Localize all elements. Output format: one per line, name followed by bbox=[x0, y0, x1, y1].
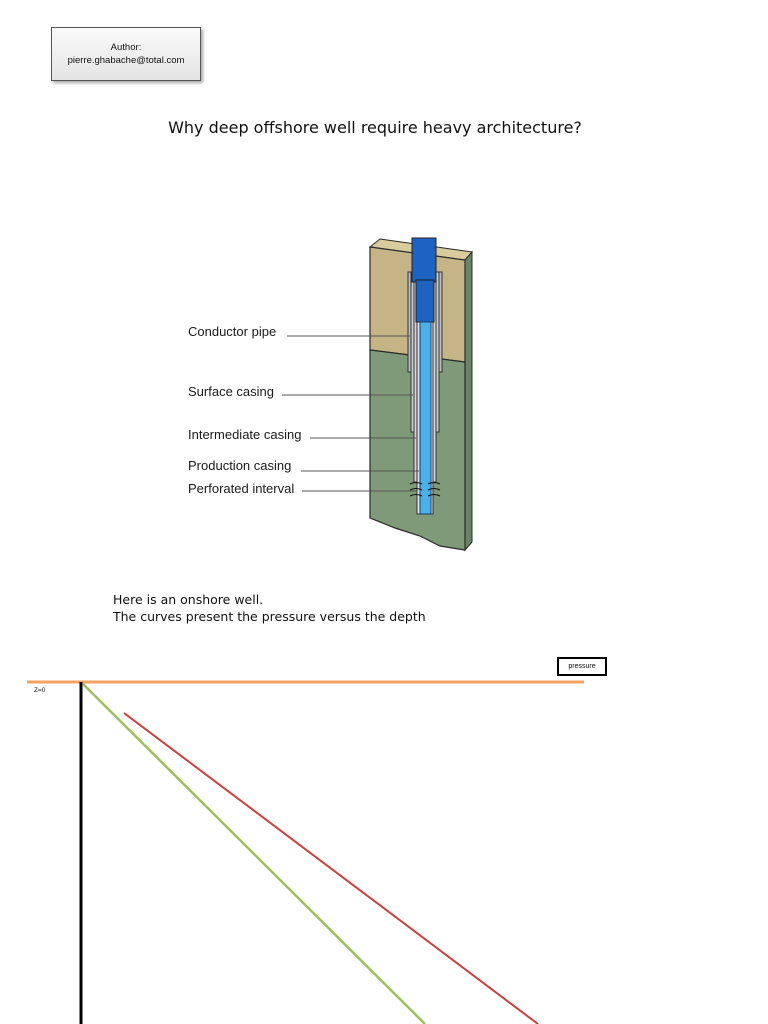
blue-tubing-top bbox=[411, 237, 437, 283]
label-perforated-interval: Perforated interval bbox=[188, 481, 295, 496]
leader-lines bbox=[282, 335, 419, 492]
depth-zero-label: Z=0 bbox=[34, 687, 46, 694]
perforations bbox=[409, 482, 441, 497]
pressure-label: pressure bbox=[568, 663, 596, 670]
well-diagram bbox=[282, 237, 473, 552]
label-intermediate-casing: Intermediate casing bbox=[188, 427, 302, 442]
label-production-casing: Production casing bbox=[188, 458, 292, 473]
pressure-label-box: pressure bbox=[557, 657, 607, 676]
author-email: pierre.ghabache@total.com bbox=[67, 55, 185, 66]
inner-tubing bbox=[419, 321, 432, 515]
author-box: Author: pierre.ghabache@total.com bbox=[51, 27, 201, 81]
red-curve bbox=[123, 712, 539, 1024]
page-title: Why deep offshore well require heavy arc… bbox=[168, 118, 582, 137]
caption-line-2: The curves present the pressure versus t… bbox=[113, 609, 426, 624]
green-curve bbox=[82, 683, 426, 1024]
label-surface-casing: Surface casing bbox=[188, 384, 274, 399]
author-label: Author: bbox=[110, 42, 142, 53]
label-conductor-pipe: Conductor pipe bbox=[188, 324, 277, 339]
caption-line-1: Here is an onshore well. bbox=[113, 592, 264, 607]
